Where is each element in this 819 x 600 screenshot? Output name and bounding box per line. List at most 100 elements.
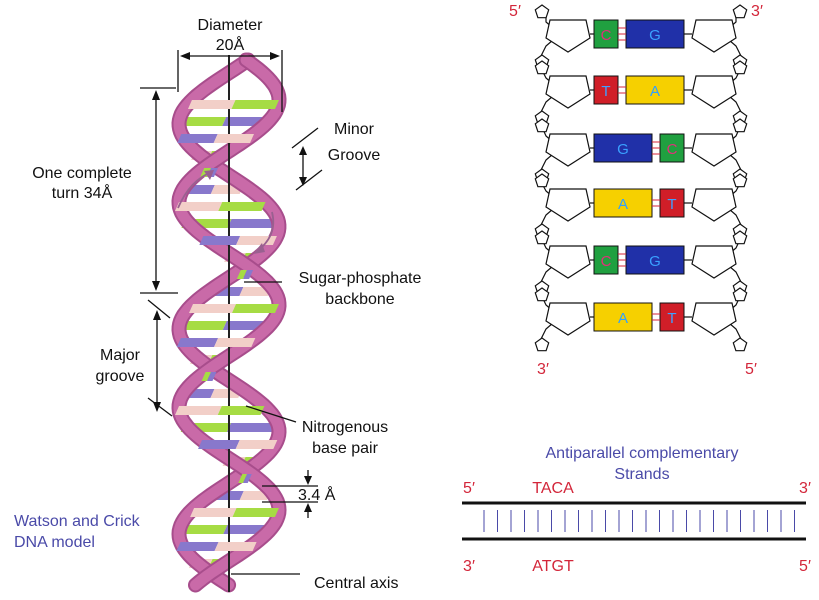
base-letter-right: C <box>667 141 678 158</box>
sugar-left <box>545 75 591 109</box>
backbone-strand-b <box>173 54 285 591</box>
caption-line1: Watson and Crick <box>14 513 140 530</box>
minor-groove-dimension <box>291 127 323 191</box>
base-rung <box>236 270 247 279</box>
base-a <box>593 188 653 218</box>
base-rung <box>176 542 219 551</box>
sugar-right <box>691 19 737 53</box>
base-rung <box>214 338 256 347</box>
phosphate <box>534 337 550 352</box>
base-rung <box>176 525 228 534</box>
base-rung <box>217 406 265 415</box>
backbone-label-line2: backbone <box>325 291 395 308</box>
base-letter-right: T <box>667 196 676 213</box>
base-g <box>625 245 685 275</box>
strands-title-line1: Antiparallel complementary <box>545 445 739 462</box>
base-letter-left: C <box>601 27 612 44</box>
sugar-left <box>545 188 591 222</box>
sugar-right <box>691 302 737 336</box>
major-groove-dimension <box>147 299 173 417</box>
strands-title-line2: Strands <box>614 466 670 483</box>
sugar-right <box>691 133 737 167</box>
phosphate <box>732 173 748 188</box>
basepair-label-line2: base pair <box>312 440 378 457</box>
sugar-right <box>691 188 737 222</box>
rotation-arrow-right-head <box>253 243 265 254</box>
base-rung <box>176 117 227 126</box>
base-letter-left: A <box>618 196 628 213</box>
base-a <box>625 75 685 105</box>
base-rung <box>236 236 277 245</box>
base-rung <box>207 372 217 381</box>
strand-bottom-sequence: ATGT <box>532 558 574 575</box>
base-a <box>593 302 653 332</box>
basepair-pointer <box>245 405 297 423</box>
phosphate <box>534 4 550 19</box>
sugar-left <box>545 19 591 53</box>
base-rung <box>177 134 218 143</box>
antiparallel-strands <box>462 501 806 541</box>
base-letter-left: G <box>617 141 629 158</box>
caption-line2: DNA model <box>14 534 95 551</box>
phosphate <box>534 173 550 188</box>
phosphate <box>732 230 748 245</box>
ladder-bottom-left-prime: 3′ <box>537 361 549 378</box>
helix-ribbons <box>171 52 287 593</box>
strand-bottom-right-prime: 5′ <box>799 558 811 575</box>
rise-label: 3.4 Å <box>298 487 336 504</box>
phosphate <box>732 287 748 302</box>
minor-groove-label-line2: Groove <box>327 147 381 164</box>
turn-dimension <box>140 87 178 294</box>
phosphate <box>534 60 550 75</box>
base-g <box>593 133 653 163</box>
rise-dimension <box>262 470 318 518</box>
sugar-right <box>691 245 737 279</box>
base-rung <box>201 372 212 381</box>
sugar-right <box>691 75 737 109</box>
base-letter-right: T <box>667 310 676 327</box>
base-rung <box>235 440 278 449</box>
backbone-label-line1: Sugar-phosphate <box>298 270 422 287</box>
phosphate <box>534 230 550 245</box>
base-letter-right: A <box>650 83 660 100</box>
phosphate <box>534 118 550 133</box>
base-rung <box>187 100 236 109</box>
base-rung <box>176 321 227 330</box>
sugar-left <box>545 245 591 279</box>
major-groove-label-line2: groove <box>95 368 145 385</box>
base-rung <box>214 542 257 551</box>
base-letter-right: G <box>649 27 661 44</box>
base-rung <box>189 304 236 313</box>
phosphate <box>732 118 748 133</box>
base-rung <box>242 270 254 279</box>
major-groove-label-line1: Major <box>99 347 140 364</box>
phosphate <box>732 4 748 19</box>
strand-bottom-left-prime: 3′ <box>463 558 475 575</box>
base-rung <box>175 406 222 415</box>
strand-top-right-prime: 3′ <box>799 480 811 497</box>
base-rung <box>226 423 278 432</box>
phosphate <box>732 60 748 75</box>
diameter-label: Diameter <box>197 17 263 34</box>
sugar-left <box>545 133 591 167</box>
base-c <box>593 19 619 49</box>
minor-groove-label-line1: Minor <box>333 121 374 138</box>
ladder-top-right-prime: 3′ <box>751 3 763 20</box>
base-rung <box>175 202 223 211</box>
backbone-strand-a <box>173 54 285 591</box>
diameter-value: 20Å <box>215 37 245 54</box>
base-letter-left: C <box>601 253 612 270</box>
strand-hydrogen-bonds <box>483 510 795 532</box>
base-t <box>659 302 685 332</box>
basepair-label-line1: Nitrogenous <box>301 419 389 436</box>
base-rung <box>218 202 266 211</box>
base-t <box>659 188 685 218</box>
diameter-dimension <box>177 50 283 112</box>
base-rung <box>238 474 248 483</box>
sugar-left <box>545 302 591 336</box>
strand-top-left-prime: 5′ <box>463 480 475 497</box>
central-axis-label: Central axis <box>314 575 399 592</box>
base-rung <box>231 304 279 313</box>
